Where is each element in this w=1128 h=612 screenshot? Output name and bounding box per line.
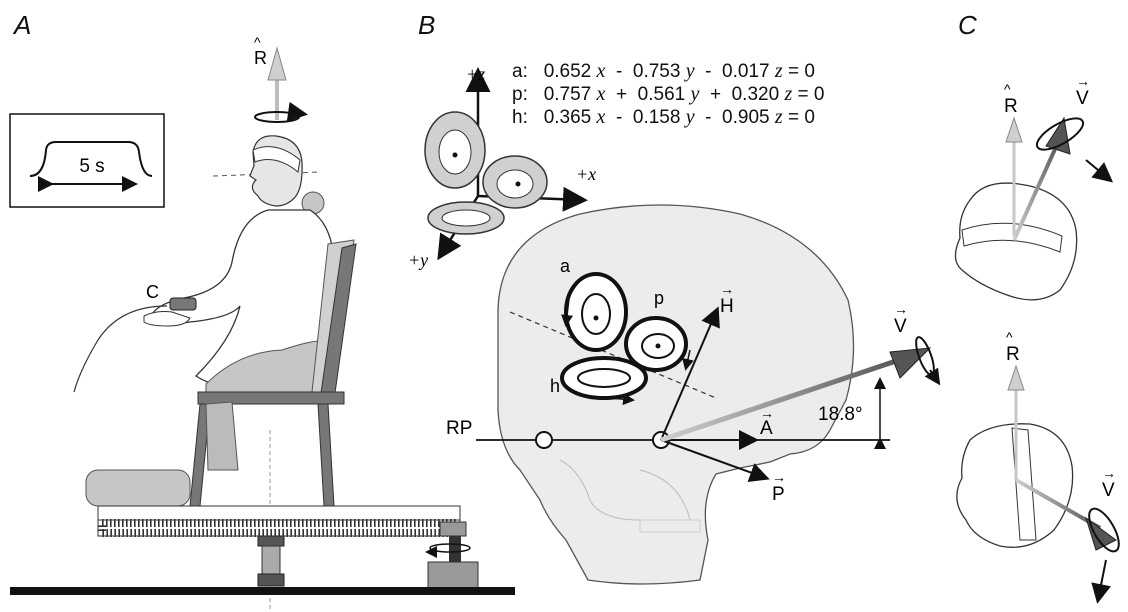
svg-text:^: ^ bbox=[1004, 81, 1011, 97]
panel-c: R ^ V → R ^ V → bbox=[955, 73, 1124, 600]
x-axis-label: +x bbox=[576, 164, 596, 184]
central-shaft bbox=[262, 546, 280, 574]
vector-h-label: H bbox=[720, 296, 734, 317]
svg-text:→: → bbox=[1102, 465, 1116, 481]
svg-text:→: → bbox=[894, 301, 908, 317]
rotation-axis-hat: ^ bbox=[254, 34, 261, 50]
ear-point-left bbox=[536, 432, 552, 448]
floor bbox=[10, 587, 515, 595]
vector-v-label: V bbox=[894, 316, 907, 337]
r-label-top: R bbox=[1004, 96, 1018, 117]
v-label-top: V bbox=[1076, 88, 1089, 109]
reference-plane-label: RP bbox=[446, 418, 472, 439]
motor bbox=[428, 562, 478, 588]
svg-text:→: → bbox=[720, 281, 734, 297]
angle-label: 18.8° bbox=[818, 404, 863, 425]
svg-text:→: → bbox=[1076, 73, 1090, 89]
stimulus-duration-label: 5 s bbox=[79, 156, 104, 177]
chair-seat bbox=[198, 392, 344, 404]
vector-v-arrowhead bbox=[890, 348, 930, 378]
vector-a-label: A bbox=[760, 418, 773, 439]
canal-label-p: p bbox=[654, 288, 664, 308]
subject-head bbox=[250, 136, 302, 206]
labyrinth-small bbox=[425, 112, 547, 234]
foot-rest bbox=[86, 470, 190, 506]
svg-text:→: → bbox=[772, 469, 786, 485]
svg-text:^: ^ bbox=[1006, 329, 1013, 345]
rotation-axis-label: R bbox=[254, 48, 267, 68]
vector-p-label: P bbox=[772, 484, 785, 505]
z-axis-label: +z bbox=[466, 64, 485, 84]
canal-label-h: h bbox=[550, 376, 560, 396]
platform-top bbox=[98, 506, 460, 520]
r-arrow-bottom bbox=[1008, 366, 1024, 390]
canal-label-a: a bbox=[560, 256, 571, 276]
panel-b: +z +x +y bbox=[408, 64, 938, 584]
r-arrow-top bbox=[1006, 118, 1022, 142]
y-axis-label: +y bbox=[408, 250, 428, 270]
rotation-axis-arrowhead bbox=[268, 48, 286, 80]
controller-label: C bbox=[146, 282, 159, 302]
controller-device bbox=[170, 298, 196, 310]
v-label-bottom: V bbox=[1102, 480, 1115, 501]
r-label-bottom: R bbox=[1006, 344, 1020, 365]
